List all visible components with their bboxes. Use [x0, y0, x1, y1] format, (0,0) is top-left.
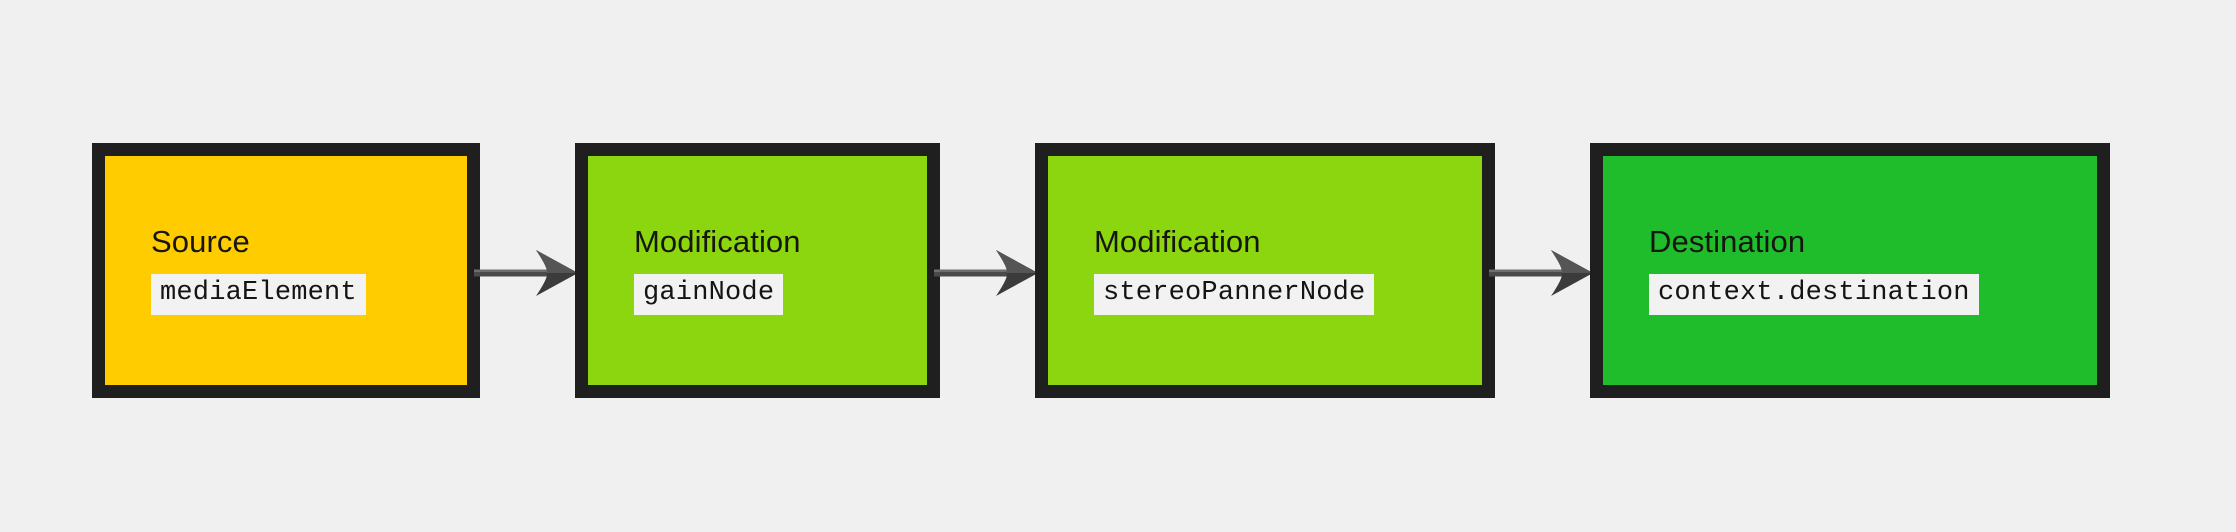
arrow-right-icon — [1489, 250, 1593, 296]
node-modification-panner-title: Modification — [1094, 223, 1261, 259]
node-source-code: mediaElement — [151, 274, 366, 316]
node-source-title: Source — [151, 223, 250, 259]
node-modification-gain-code: gainNode — [634, 274, 784, 316]
edge-panner-to-destination — [1489, 243, 1597, 303]
node-destination-title: Destination — [1649, 223, 1806, 259]
node-source[interactable]: Source mediaElement — [92, 143, 480, 398]
node-destination-code: context.destination — [1649, 274, 1979, 316]
arrow-right-icon — [474, 250, 578, 296]
node-modification-panner-code: stereoPannerNode — [1094, 274, 1375, 316]
node-modification-gain[interactable]: Modification gainNode — [575, 143, 940, 398]
node-destination[interactable]: Destination context.destination — [1590, 143, 2110, 398]
edge-source-to-gain — [474, 243, 582, 303]
edge-gain-to-panner — [934, 243, 1042, 303]
node-modification-gain-title: Modification — [634, 223, 801, 259]
arrow-right-icon — [934, 250, 1038, 296]
node-modification-panner[interactable]: Modification stereoPannerNode — [1035, 143, 1495, 398]
